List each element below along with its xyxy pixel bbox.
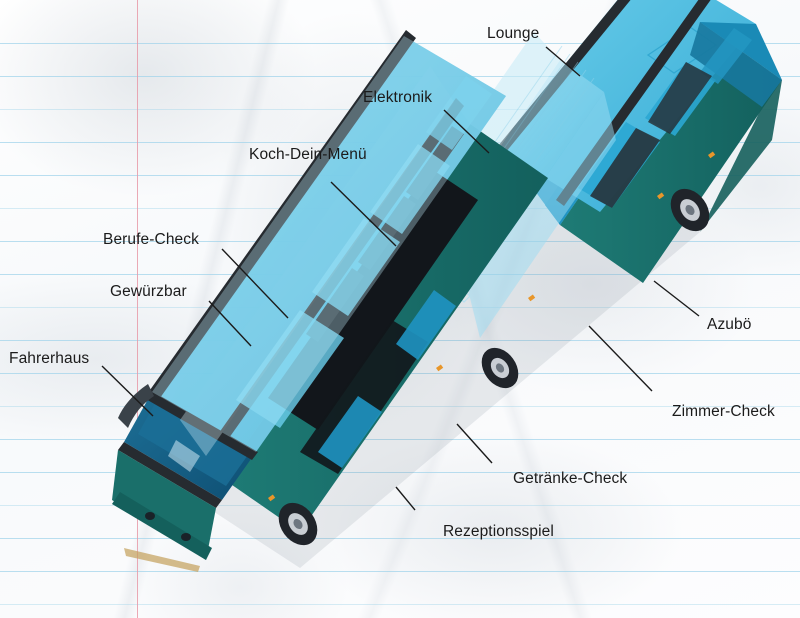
paper-rule bbox=[0, 604, 800, 605]
paper-rule bbox=[0, 538, 800, 539]
paper-rule bbox=[0, 472, 800, 473]
paper-rule bbox=[0, 406, 800, 407]
label-lounge: Lounge bbox=[487, 25, 540, 42]
label-getraenke-check: Getränke-Check bbox=[513, 470, 628, 487]
label-rezeptionsspiel: Rezeptionsspiel bbox=[443, 523, 554, 540]
paper-margin-line bbox=[137, 0, 138, 618]
bus-glass-overlay bbox=[152, 36, 506, 456]
label-azuboe: Azubö bbox=[707, 316, 752, 333]
label-elektronik: Elektronik bbox=[363, 89, 433, 106]
label-koch-dein-menue: Koch-Dein-Menü bbox=[249, 146, 367, 163]
label-berufe-check: Berufe-Check bbox=[103, 231, 199, 248]
paper-rule bbox=[0, 571, 800, 572]
label-fahrerhaus: Fahrerhaus bbox=[9, 350, 90, 367]
paper-rule bbox=[0, 439, 800, 440]
label-zimmer-check: Zimmer-Check bbox=[672, 403, 775, 420]
label-gewuerzbar: Gewürzbar bbox=[110, 283, 187, 300]
